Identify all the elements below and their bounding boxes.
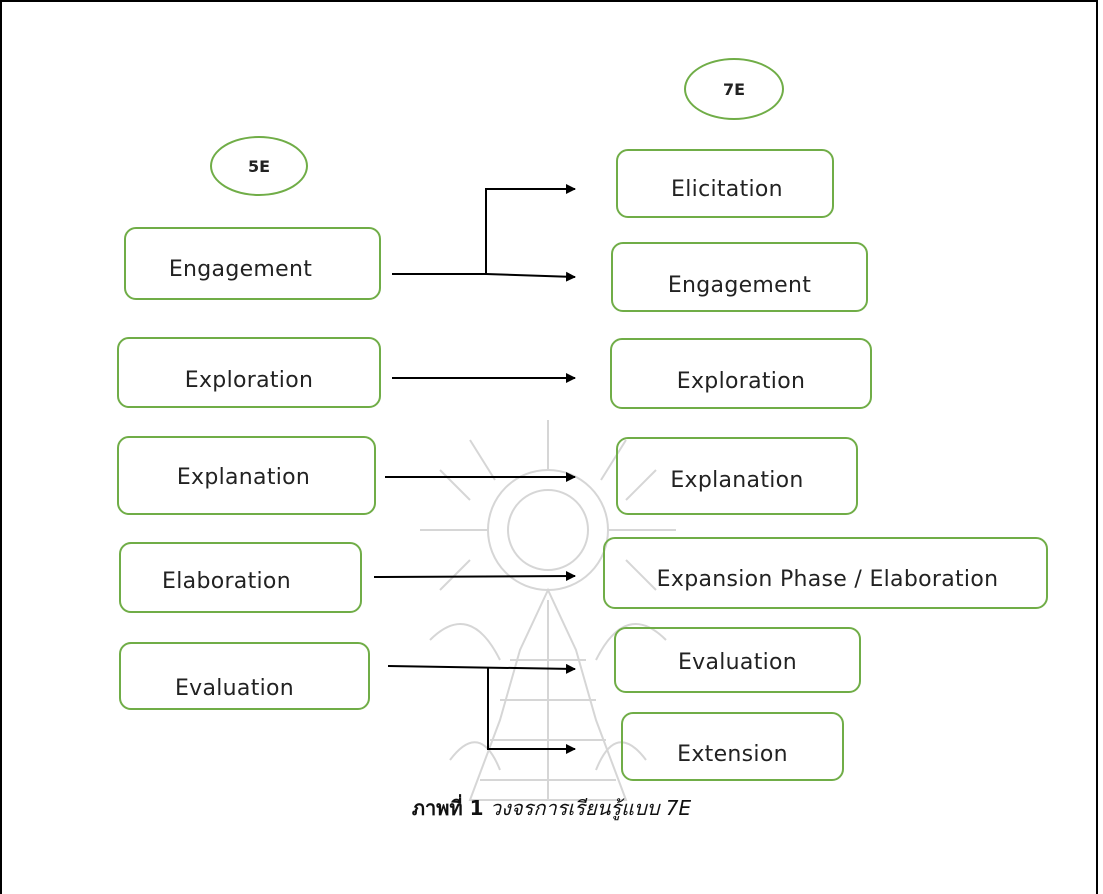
arrow-engagement-to-elicitation [392, 184, 576, 275]
left-stage-engagement: Engagement [124, 227, 381, 300]
right-stage-label: Elicitation [671, 177, 783, 202]
left-stage-label: Explanation [176, 465, 311, 490]
right-stage-label: Expansion Phase / Elaboration [656, 566, 999, 592]
arrow-evaluation-to-extension [487, 668, 576, 754]
left-stage-label: Exploration [184, 368, 314, 393]
right-stage-label: Exploration [676, 369, 806, 394]
arrow-elaboration [373, 571, 576, 582]
right-stage-extension: Extension [621, 712, 844, 781]
left-stage-label: Engagement [168, 257, 313, 282]
right-stage-label: Engagement [667, 272, 812, 298]
left-stage-elaboration: Elaboration [119, 542, 362, 613]
caption-prefix: ภาพที่ 1 [411, 796, 484, 820]
right-stage-label: Evaluation [677, 649, 798, 675]
header-5e-label: 5E [247, 156, 271, 176]
arrow-engagement-to-engagement [485, 271, 576, 282]
left-stage-explanation: Explanation [117, 436, 376, 515]
caption-text: วงจรการเรียนรู้แบบ 7E [489, 796, 692, 820]
left-stage-label: Evaluation [174, 675, 295, 701]
right-stage-label: Extension [677, 742, 788, 767]
left-stage-exploration: Exploration [117, 337, 381, 408]
header-7e: 7E [684, 58, 784, 120]
left-stage-evaluation: Evaluation [119, 642, 370, 710]
right-stage-expansion-elaboration: Expansion Phase / Elaboration [603, 537, 1048, 609]
right-stage-elicitation: Elicitation [616, 149, 834, 218]
right-stage-exploration: Exploration [610, 338, 872, 409]
left-stage-label: Elaboration [162, 569, 291, 594]
figure-caption: ภาพที่ 1 วงจรการเรียนรู้แบบ 7E [0, 792, 1103, 824]
arrow-evaluation-to-evaluation [387, 663, 576, 674]
right-stage-label: Explanation [670, 467, 804, 493]
right-stage-evaluation: Evaluation [614, 627, 861, 693]
header-5e: 5E [210, 136, 308, 196]
header-7e-label: 7E [722, 79, 746, 99]
right-stage-engagement: Engagement [611, 242, 868, 312]
right-stage-explanation: Explanation [616, 437, 858, 515]
